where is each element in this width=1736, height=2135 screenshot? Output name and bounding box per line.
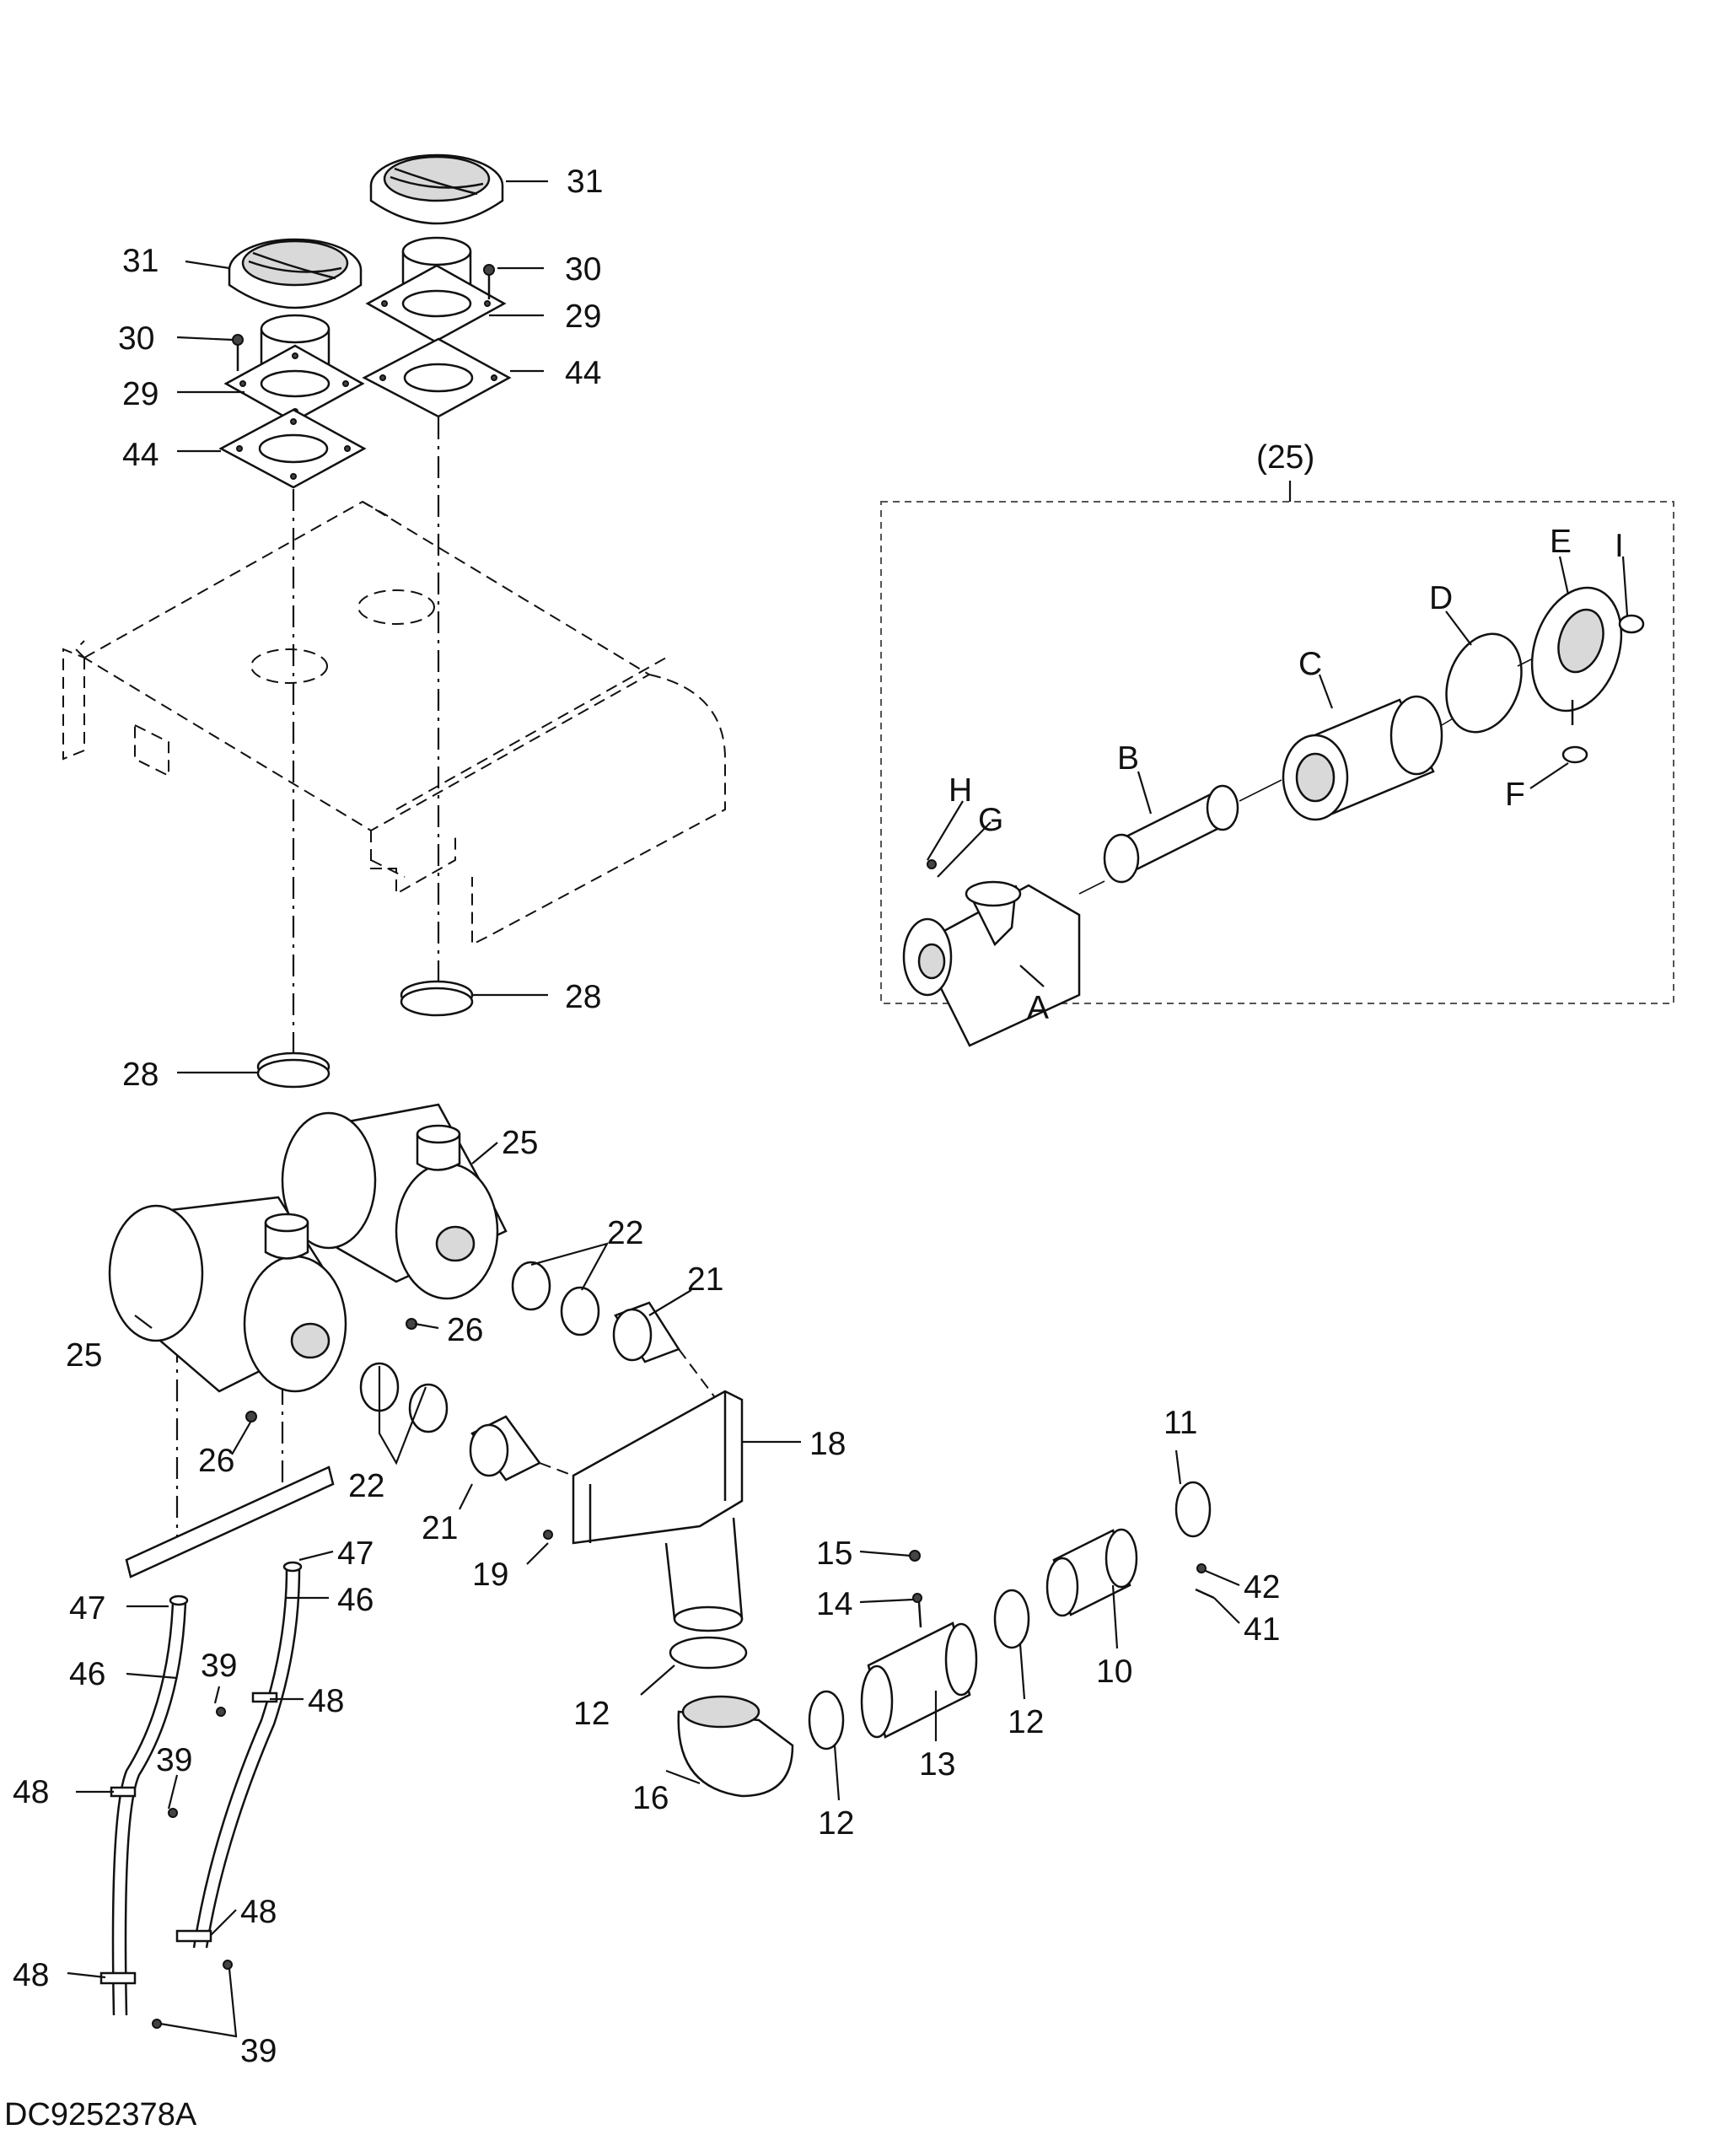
mount-plate [125, 1465, 335, 1578]
detail-gasket-D [1445, 632, 1523, 734]
hose-46-left [111, 1595, 189, 2016]
detail-letter-E: E [1550, 524, 1572, 560]
callout-47: 47 [337, 1535, 374, 1572]
clamps-22-lower [359, 1362, 449, 1433]
clamp-12-mid [808, 1690, 845, 1750]
detail-valve-F [1561, 745, 1588, 764]
detail-labels: (25) A B C D E F G H I [949, 439, 1624, 1026]
detail-outer-filter-C [1282, 695, 1443, 821]
detail-inner-filter-B [1103, 784, 1239, 884]
callout-14: 14 [816, 1586, 852, 1622]
callout-13: 13 [919, 1746, 955, 1783]
detail-box [880, 501, 1674, 1004]
callout-12: 12 [573, 1696, 610, 1732]
callout-39: 39 [240, 2033, 277, 2069]
callout-16: 16 [632, 1780, 669, 1816]
stack-pipe-left [223, 314, 365, 423]
callout-39: 39 [156, 1742, 192, 1778]
callout-48: 48 [13, 1774, 49, 1810]
callout-26: 26 [198, 1443, 234, 1479]
callout-25: 25 [502, 1125, 538, 1161]
duct-18 [543, 1390, 744, 1632]
callout-31: 31 [122, 243, 159, 279]
callout-15: 15 [816, 1535, 852, 1572]
detail-letter-G: G [978, 802, 1003, 838]
callout-42: 42 [1244, 1569, 1280, 1605]
callout-12: 12 [1008, 1704, 1044, 1740]
callout-48: 48 [308, 1683, 344, 1719]
detail-letter-I: I [1615, 528, 1624, 564]
callout-46: 46 [69, 1656, 105, 1692]
callout-22: 22 [348, 1468, 384, 1504]
callout-22: 22 [607, 1215, 643, 1251]
callout-12: 12 [818, 1805, 854, 1842]
detail-letter-F: F [1505, 777, 1525, 813]
callout-28: 28 [122, 1057, 159, 1093]
seal-28-left [256, 1051, 331, 1089]
detail-letter-D: D [1429, 580, 1453, 616]
rain-cap-right [369, 153, 504, 225]
callout-21: 21 [422, 1510, 458, 1546]
air-cleaner-lower [108, 1196, 347, 1422]
clamps-22-upper [511, 1261, 600, 1336]
clamp-11 [1174, 1481, 1212, 1538]
bolt-30-left [232, 334, 244, 371]
bolts-39 [152, 1707, 233, 2029]
bolt-30-right [483, 264, 495, 299]
callouts: 31 31 30 30 29 29 44 44 28 28 25 25 26 2… [13, 164, 1280, 2069]
document-code: DC9252378A [4, 2097, 197, 2132]
assembly-label: (25) [1256, 439, 1314, 476]
gasket-left [218, 408, 367, 489]
callout-48: 48 [13, 1957, 49, 1993]
rain-cap-left [228, 238, 363, 309]
callout-19: 19 [472, 1557, 508, 1593]
callout-41: 41 [1244, 1611, 1280, 1648]
callout-48: 48 [240, 1894, 277, 1930]
hose-21-lower [469, 1415, 541, 1482]
bolt-42-41 [1195, 1563, 1215, 1600]
pipe-13 [860, 1621, 978, 1739]
callout-44: 44 [122, 437, 159, 473]
seal-28-right [400, 980, 474, 1017]
callout-29: 29 [565, 298, 601, 335]
detail-letter-B: B [1117, 740, 1139, 777]
clamp-12-top [669, 1636, 748, 1670]
callout-31: 31 [567, 164, 603, 200]
callout-29: 29 [122, 376, 159, 412]
clamp-12-right [993, 1589, 1030, 1649]
gasket-right [362, 337, 512, 418]
stack-pipe-right [365, 236, 507, 343]
adapter-10 [1045, 1528, 1138, 1617]
detail-housing-A [902, 859, 1081, 1047]
callout-39: 39 [201, 1648, 237, 1684]
callout-30: 30 [118, 320, 154, 357]
detail-letter-A: A [1027, 990, 1049, 1026]
callout-28: 28 [565, 979, 601, 1015]
callout-25: 25 [66, 1337, 102, 1374]
detail-letter-C: C [1298, 646, 1322, 682]
callout-44: 44 [565, 355, 601, 391]
detail-letter-H: H [949, 772, 972, 809]
detail-cover-E [1530, 586, 1623, 725]
callout-10: 10 [1096, 1654, 1132, 1690]
detail-clip-I [1618, 614, 1645, 634]
elbow-16 [677, 1695, 794, 1798]
leader-lines [67, 180, 1629, 2038]
callout-47: 47 [69, 1590, 105, 1627]
callout-11: 11 [1164, 1405, 1198, 1441]
callout-18: 18 [809, 1426, 846, 1462]
callout-21: 21 [687, 1261, 723, 1298]
air-cleaner-upper [281, 1103, 508, 1330]
hose-21-upper [612, 1301, 680, 1363]
sensor-15-14 [909, 1550, 922, 1628]
hose-46-right [192, 1561, 303, 1949]
engine-cover [62, 500, 726, 946]
callout-30: 30 [565, 251, 601, 288]
callout-46: 46 [337, 1582, 374, 1618]
callout-26: 26 [447, 1312, 483, 1348]
clips-48 [99, 1691, 278, 1985]
